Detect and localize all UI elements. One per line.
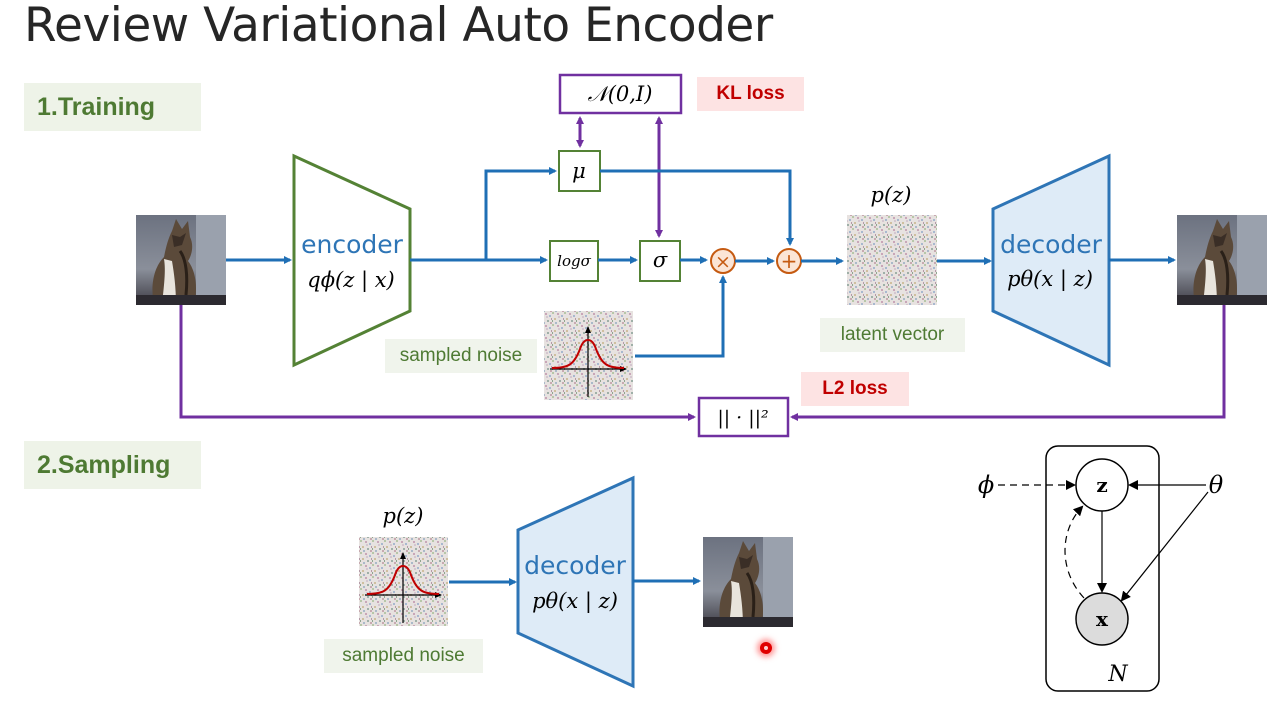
sampled-noise-image <box>544 311 633 400</box>
arrow-noise-to-times <box>635 275 727 358</box>
prior-box <box>558 73 683 115</box>
encoder-formula: qϕ(z | x) <box>307 268 394 293</box>
plate-label: N <box>1107 662 1128 687</box>
norm-box-text: || · ||² <box>717 407 768 429</box>
edge-x-z-inference <box>1064 505 1085 599</box>
theta-label: θ <box>1209 471 1224 499</box>
latent-vector-label: latent vector <box>820 318 965 352</box>
reconstructed-image <box>1175 213 1269 307</box>
plus-operator-text: + <box>781 249 798 273</box>
sampling-pz-label: p(z) <box>383 504 424 528</box>
kl-loss-label: KL loss <box>697 77 804 111</box>
node-x <box>1075 592 1129 646</box>
node-z-label: z <box>1096 473 1107 497</box>
logsigma-box <box>549 240 599 282</box>
edge-theta-x <box>1120 491 1209 602</box>
l2-loss-label: L2 loss <box>801 372 909 406</box>
mu-text: μ <box>572 159 586 183</box>
generated-image <box>701 535 795 629</box>
section-sampling: 2.Sampling <box>24 441 201 489</box>
prior-box-text: 𝒩(0,I) <box>588 82 653 106</box>
slide-title: Review Variational Auto Encoder <box>24 0 773 53</box>
times-operator-text: × <box>715 251 731 273</box>
encoder-label: encoder <box>301 230 404 259</box>
sampling-noise-label: sampled noise <box>324 639 483 673</box>
sigma-text: σ <box>653 248 668 272</box>
sampling-decoder-label: decoder <box>524 551 627 580</box>
laser-pointer <box>760 642 772 654</box>
training-decoder-trapezoid <box>991 153 1111 368</box>
section-training: 1.Training <box>24 83 201 131</box>
phi-label: ϕ <box>978 471 994 499</box>
sampling-decoder-trapezoid <box>516 475 635 689</box>
latent-vector-image <box>847 215 937 305</box>
sampling-decoder-formula: pθ(x | z) <box>532 589 618 614</box>
l2-arrow-input <box>179 305 696 421</box>
input-image <box>134 213 228 307</box>
norm-box <box>697 396 790 438</box>
training-decoder-formula: pθ(x | z) <box>1007 267 1093 292</box>
arrow-mu-to-plus <box>600 169 794 246</box>
sigma-box <box>639 240 681 282</box>
training-pz-label: p(z) <box>871 183 912 207</box>
logsigma-text: logσ <box>557 252 591 270</box>
sampled-noise-label: sampled noise <box>385 339 537 373</box>
sampling-noise-image <box>359 537 448 626</box>
encoder-trapezoid <box>292 153 412 368</box>
node-x-label: x <box>1096 607 1109 631</box>
training-decoder-label: decoder <box>1000 230 1103 259</box>
arrow-to-mu <box>484 167 557 260</box>
mu-box <box>558 150 601 192</box>
l2-arrow-output <box>790 305 1226 421</box>
